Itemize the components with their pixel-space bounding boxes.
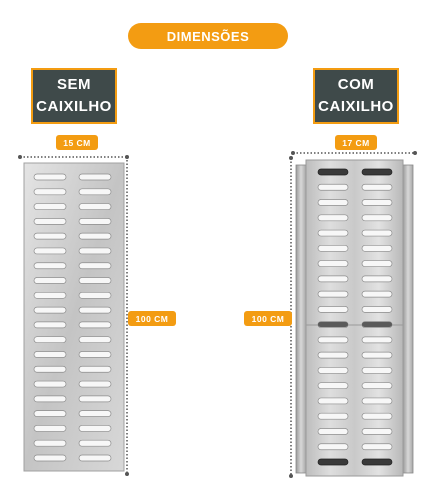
grate-seam-slot xyxy=(362,322,392,327)
with-frame-label-line2: CAIXILHO xyxy=(318,98,394,115)
grate-without-frame-slots xyxy=(33,173,112,462)
grate-slot xyxy=(361,244,393,252)
grate-slot xyxy=(317,382,349,390)
left-height-dimension xyxy=(125,160,129,476)
grate-slot xyxy=(33,306,67,314)
grate-slot xyxy=(361,397,393,405)
grate-slot xyxy=(33,439,67,447)
grate-slot xyxy=(317,183,349,191)
grate-slot xyxy=(78,188,112,196)
grate-slot xyxy=(78,232,112,240)
grate-slot xyxy=(78,306,112,314)
grate-slot xyxy=(361,229,393,237)
grate-slot xyxy=(317,336,349,344)
grate-slot xyxy=(78,410,112,417)
grate-slot xyxy=(78,218,112,225)
grate-slot xyxy=(33,425,67,432)
grate-slot xyxy=(317,214,349,222)
grate-slot xyxy=(33,277,67,284)
without-frame-label-line2: CAIXILHO xyxy=(36,98,112,115)
grate-slot xyxy=(33,410,67,417)
grate-slot xyxy=(33,188,67,196)
grate-slot xyxy=(78,321,112,329)
grate-slot xyxy=(361,275,393,283)
grate-slot xyxy=(361,306,393,313)
grate-slot xyxy=(361,183,393,191)
grate-slot xyxy=(33,232,67,240)
with-frame-label-line1: COM xyxy=(337,76,375,93)
right-height-label: 100 CM xyxy=(244,311,292,326)
grate-slot xyxy=(317,306,349,313)
grate-with-frame-slots xyxy=(317,168,393,466)
grate-slot xyxy=(33,395,67,403)
grate-slot xyxy=(78,380,112,388)
grate-slot xyxy=(361,290,393,298)
grate-slot xyxy=(33,321,67,329)
grate-without-frame xyxy=(23,162,125,472)
right-width-label: 17 CM xyxy=(335,135,377,150)
grate-slot xyxy=(33,380,67,388)
grate-slot xyxy=(361,458,393,466)
grate-slot xyxy=(317,275,349,283)
grate-slot xyxy=(317,260,349,267)
grate-slot xyxy=(317,199,349,206)
grate-slot xyxy=(33,291,67,299)
grate-slot xyxy=(361,382,393,390)
grate-slot xyxy=(361,260,393,267)
grate-slot xyxy=(78,277,112,284)
without-frame-label-line1: SEM xyxy=(56,76,91,93)
grate-slot xyxy=(78,365,112,373)
grate-slot xyxy=(317,397,349,405)
right-width-dimension xyxy=(291,151,417,155)
grate-slot xyxy=(317,168,349,176)
grate-slot xyxy=(361,428,393,435)
grate-slot xyxy=(33,365,67,373)
grate-slot xyxy=(317,458,349,466)
grate-slot xyxy=(33,218,67,225)
grate-slot xyxy=(78,454,112,462)
grate-slot xyxy=(78,203,112,210)
grate-slot xyxy=(317,412,349,420)
grate-slot xyxy=(317,290,349,298)
grate-slot xyxy=(317,351,349,359)
grate-slot xyxy=(33,262,67,270)
grate-slot xyxy=(33,247,67,255)
dimensions-title: DIMENSÕES xyxy=(128,23,288,49)
grate-slot xyxy=(361,336,393,344)
grate-slot xyxy=(33,351,67,358)
grate-slot xyxy=(317,229,349,237)
grate-slot xyxy=(33,173,67,181)
without-frame-label: SEM CAIXILHO xyxy=(31,68,117,124)
grate-slot xyxy=(33,336,67,344)
left-width-label: 15 CM xyxy=(56,135,98,150)
grate-slot xyxy=(78,425,112,432)
grate-slot xyxy=(361,412,393,420)
grate-slot xyxy=(317,428,349,435)
grate-slot xyxy=(317,367,349,374)
grate-slot xyxy=(78,173,112,181)
grate-seam-slot xyxy=(318,322,348,327)
grate-slot xyxy=(78,336,112,344)
grate-slot xyxy=(361,214,393,222)
left-height-label: 100 CM xyxy=(128,311,176,326)
grate-slot xyxy=(78,262,112,270)
grate-slot xyxy=(361,367,393,374)
grate-slot xyxy=(361,168,393,176)
grate-slot xyxy=(361,199,393,206)
grate-slot xyxy=(317,244,349,252)
left-width-dimension xyxy=(18,155,129,159)
grate-slot xyxy=(361,443,393,451)
grate-slot xyxy=(78,395,112,403)
grate-with-frame xyxy=(295,159,414,477)
grate-slot xyxy=(78,439,112,447)
grate-slot xyxy=(33,454,67,462)
grate-slot xyxy=(78,247,112,255)
grate-slot xyxy=(317,443,349,451)
grate-slot xyxy=(78,291,112,299)
grate-slot xyxy=(33,203,67,210)
grate-slot xyxy=(361,351,393,359)
with-frame-label: COM CAIXILHO xyxy=(313,68,399,124)
grate-slot xyxy=(78,351,112,358)
